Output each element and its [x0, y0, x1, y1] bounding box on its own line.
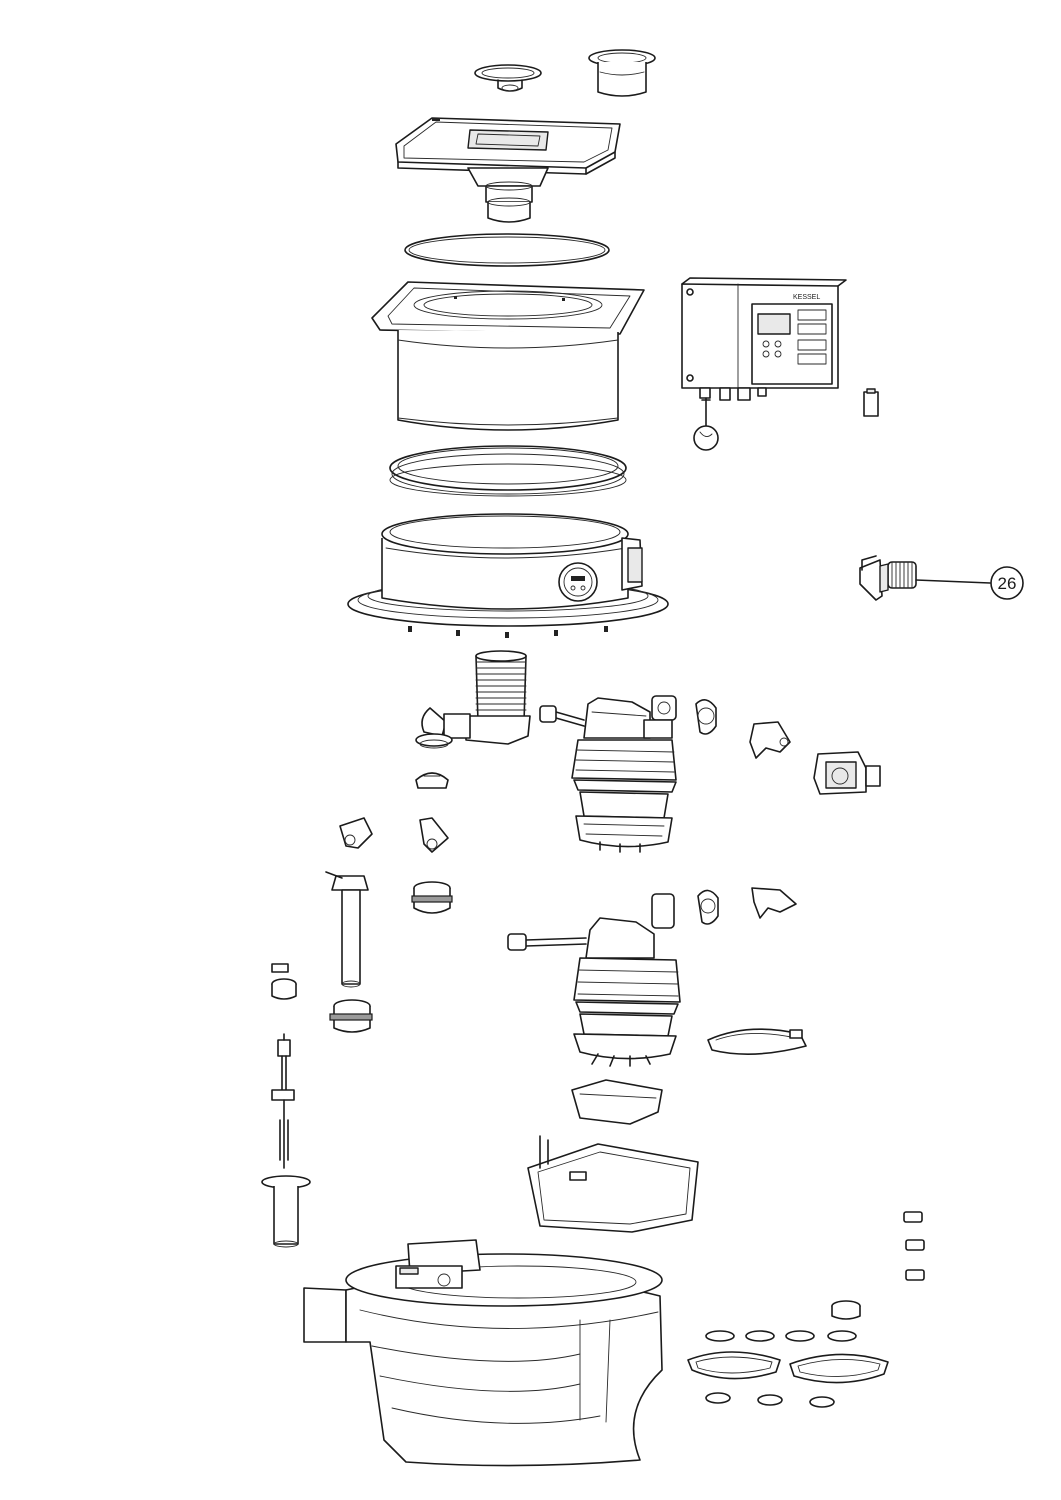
plug-1: [903, 1211, 923, 1223]
clamp-left-b: [419, 817, 449, 853]
plug-2: [905, 1239, 925, 1251]
extension-piece: [371, 281, 645, 431]
threaded-connector: [859, 555, 917, 601]
plug-3: [905, 1269, 925, 1281]
callout-26-label: 26: [998, 574, 1017, 593]
control-unit: KESSEL: [681, 277, 847, 451]
level-sensor-tube: [325, 871, 369, 988]
main-tank-body: [303, 1239, 663, 1467]
check-valve: [813, 751, 881, 795]
control-unit-brand: KESSEL: [793, 294, 820, 301]
pump-base-insert: [571, 1079, 663, 1125]
clamp-fitting-3: [697, 889, 719, 925]
cap-small: [831, 1300, 861, 1320]
corrugated-hose: [415, 650, 531, 749]
clamp-fitting-1: [695, 699, 717, 735]
battery: [863, 388, 879, 417]
callout-26: 26: [915, 566, 1024, 600]
coupling-nut-2: [329, 999, 373, 1033]
small-fitting-left: [415, 772, 449, 789]
clamp-fitting-4: [751, 887, 797, 919]
tank-tray: [527, 1135, 699, 1233]
cover-plug-top: [588, 49, 656, 97]
tank-shaft-ring: [347, 513, 669, 638]
coupling-nut-1: [411, 881, 453, 914]
o-ring-row: [705, 1392, 835, 1408]
small-fitting-a: [271, 963, 297, 1000]
gasket-pair: [687, 1351, 889, 1384]
probe-assembly: [271, 1033, 295, 1169]
o-ring-seal: [404, 233, 610, 267]
pump-upper: [539, 695, 677, 853]
probe-housing: [261, 1175, 311, 1248]
seal-cap-row: [705, 1330, 857, 1342]
pump-lower: [507, 893, 681, 1067]
clamp-fitting-2: [749, 721, 791, 759]
clamp-left-a: [339, 817, 373, 849]
sealing-ring: [389, 445, 627, 497]
cover-gasket-top: [474, 64, 542, 92]
sealing-cover-right: [707, 1028, 807, 1055]
lid-frame: [395, 117, 621, 223]
